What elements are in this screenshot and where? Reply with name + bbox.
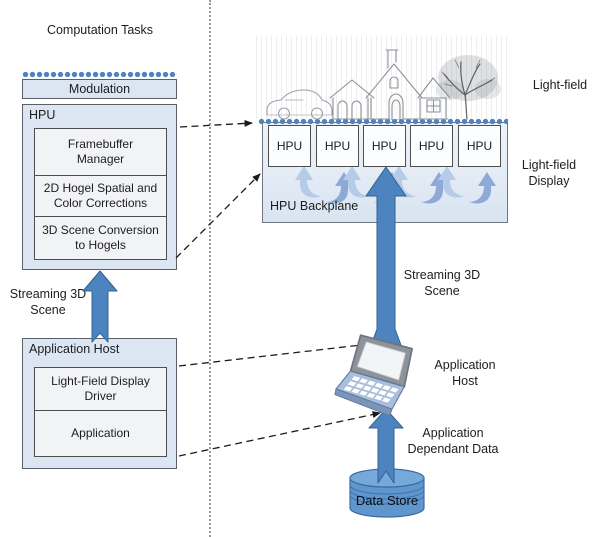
column-divider-dotted-line xyxy=(209,0,211,537)
hpu-group-box: HPU Framebuffer Manager 2D Hogel Spatial… xyxy=(22,104,177,270)
application-dependant-data-label: Application Dependant Data xyxy=(407,426,499,457)
hpu-backplane-label: HPU Backplane xyxy=(270,199,359,213)
streaming-3d-scene-label-left: Streaming 3D Scene xyxy=(9,287,87,318)
application-host-label-right: Application Host xyxy=(434,358,496,389)
streaming-3d-scene-label-right: Streaming 3D Scene xyxy=(403,268,481,299)
light-field-display-label: Light-field Display xyxy=(521,158,577,189)
light-field-scene-background xyxy=(256,36,508,119)
application-host-task-stack: Light-Field Display Driver Application xyxy=(34,367,167,457)
hpu-task-3d-scene-conversion: 3D Scene Conversion to Hogels xyxy=(34,216,167,260)
application-host-box: Application Host Light-Field Display Dri… xyxy=(22,338,177,469)
computation-tasks-title: Computation Tasks xyxy=(46,23,154,37)
hpu-unit-box: HPU xyxy=(316,125,359,167)
task-application: Application xyxy=(34,410,167,457)
hpu-unit-box: HPU xyxy=(410,125,453,167)
modulation-dotted-strip-right xyxy=(258,118,508,125)
laptop-icon xyxy=(334,334,414,417)
data-store-label: Data Store xyxy=(355,493,419,508)
modulation-box: Modulation xyxy=(22,79,177,99)
light-field-label: Light-field xyxy=(532,78,588,92)
hpu-group-label: HPU xyxy=(29,108,56,122)
hpu-unit-box: HPU xyxy=(458,125,501,167)
modulation-label: Modulation xyxy=(68,82,131,96)
hpu-unit-box: HPU xyxy=(363,125,406,167)
hpu-task-2d-hogel-corrections: 2D Hogel Spatial and Color Corrections xyxy=(34,175,167,217)
task-light-field-display-driver: Light-Field Display Driver xyxy=(34,367,167,411)
hpu-task-framebuffer-manager: Framebuffer Manager xyxy=(34,128,167,176)
hpu-unit-box: HPU xyxy=(268,125,311,167)
modulation-dotted-strip-left xyxy=(22,71,177,78)
hpu-task-stack: Framebuffer Manager 2D Hogel Spatial and… xyxy=(34,128,167,260)
application-host-group-label: Application Host xyxy=(29,342,120,356)
